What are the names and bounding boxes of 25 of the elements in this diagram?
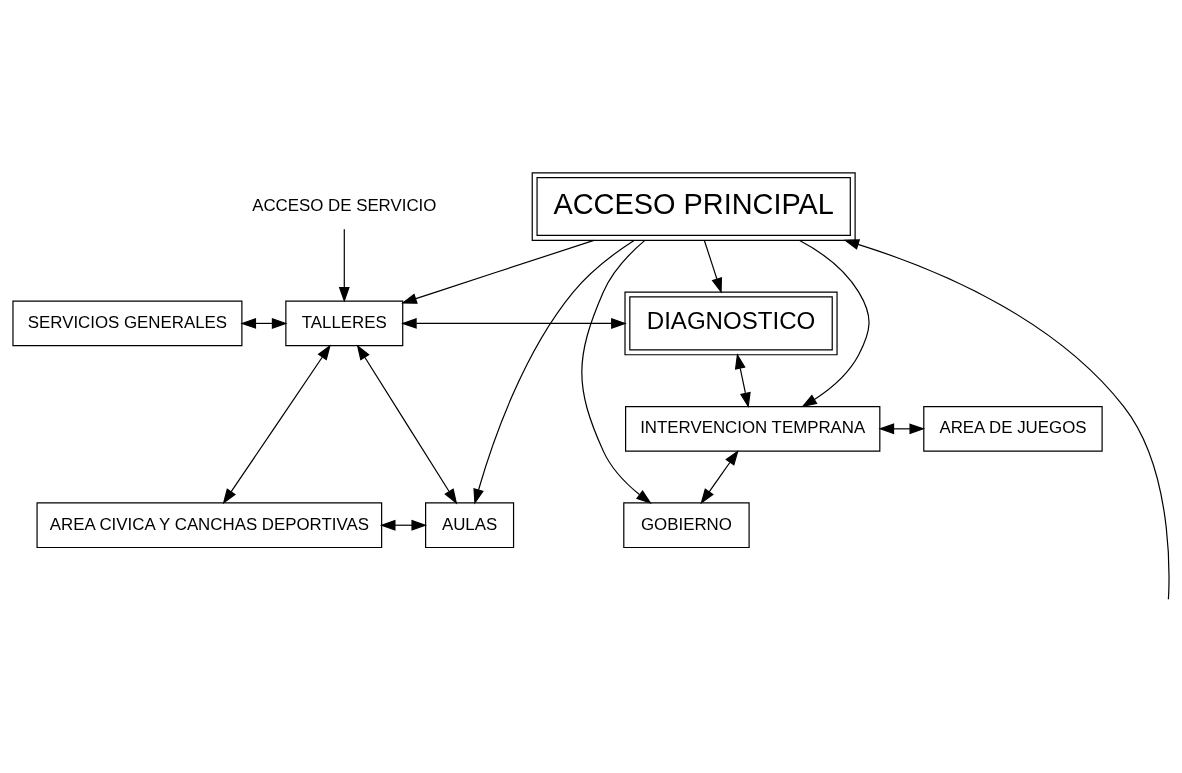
arrow xyxy=(473,239,635,505)
arrow xyxy=(356,344,458,505)
node-box: INTERVENCION TEMPRANA xyxy=(625,405,881,452)
arrow xyxy=(401,239,595,304)
arrow xyxy=(878,423,926,435)
arrow xyxy=(843,239,1170,600)
node-box: AREA DE JUEGOS xyxy=(923,405,1103,452)
node-box: SERVICIOS GENERALES xyxy=(12,300,243,347)
node-text: ACCESO DE SERVICIO xyxy=(252,196,437,216)
arrow xyxy=(222,344,331,505)
arrow xyxy=(799,239,870,408)
arrow xyxy=(700,449,739,505)
node-box: TALLERES xyxy=(285,300,404,347)
arrow xyxy=(581,239,652,504)
node-box: ACCESO PRINCIPAL xyxy=(531,172,856,241)
arrow xyxy=(379,519,428,531)
node-box: AULAS xyxy=(425,502,515,549)
node-box: GOBIERNO xyxy=(623,502,750,549)
arrow xyxy=(401,317,627,329)
arrow xyxy=(734,353,751,409)
node-box: AREA CIVICA Y CANCHAS DEPORTIVAS xyxy=(36,502,383,549)
arrow xyxy=(240,317,288,329)
node-box: DIAGNOSTICO xyxy=(624,291,838,356)
arrow xyxy=(703,239,722,294)
arrow xyxy=(338,228,350,303)
